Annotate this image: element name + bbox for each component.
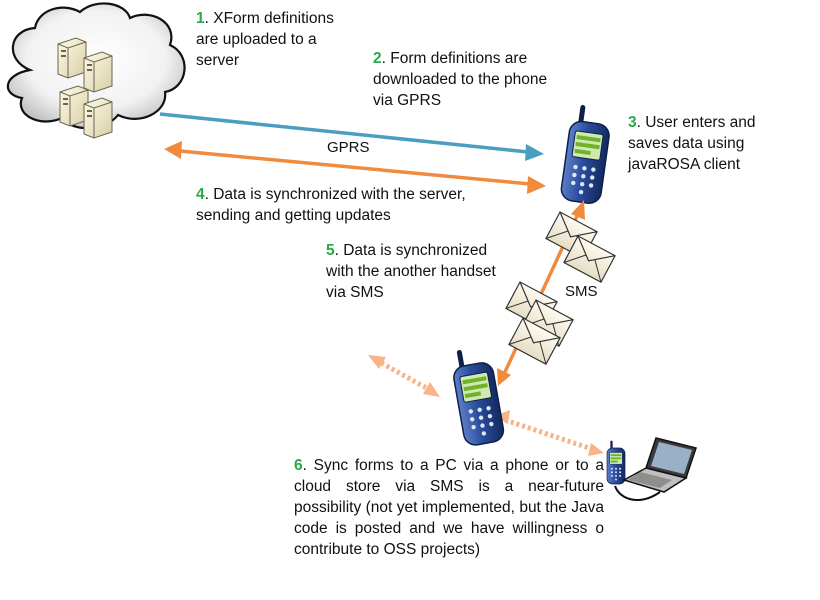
phone-icon (560, 106, 613, 205)
step-3: 3. User enters and saves data using java… (628, 114, 756, 173)
phone-icon (450, 347, 506, 447)
step-6: 6. Sync forms to a PC via a phone or to … (294, 457, 604, 558)
step-5: 5. Data is synchronized with the another… (326, 242, 496, 301)
cloud-icon (6, 2, 186, 139)
step-1: 1. XForm definitions are uploaded to a s… (196, 10, 334, 69)
dotted-arrow (374, 357, 596, 453)
envelope-icon (505, 211, 616, 365)
step-4: 4. Data is synchronized with the server,… (196, 186, 466, 224)
sync-arrow (164, 141, 546, 194)
gprs-label: GPRS (327, 139, 370, 156)
step-2: 2. Form definitions are downloaded to th… (373, 50, 548, 109)
sms-label: SMS (565, 283, 598, 300)
download-arrow (159, 112, 544, 161)
phone-icon (605, 440, 627, 486)
laptop-icon (614, 437, 697, 501)
